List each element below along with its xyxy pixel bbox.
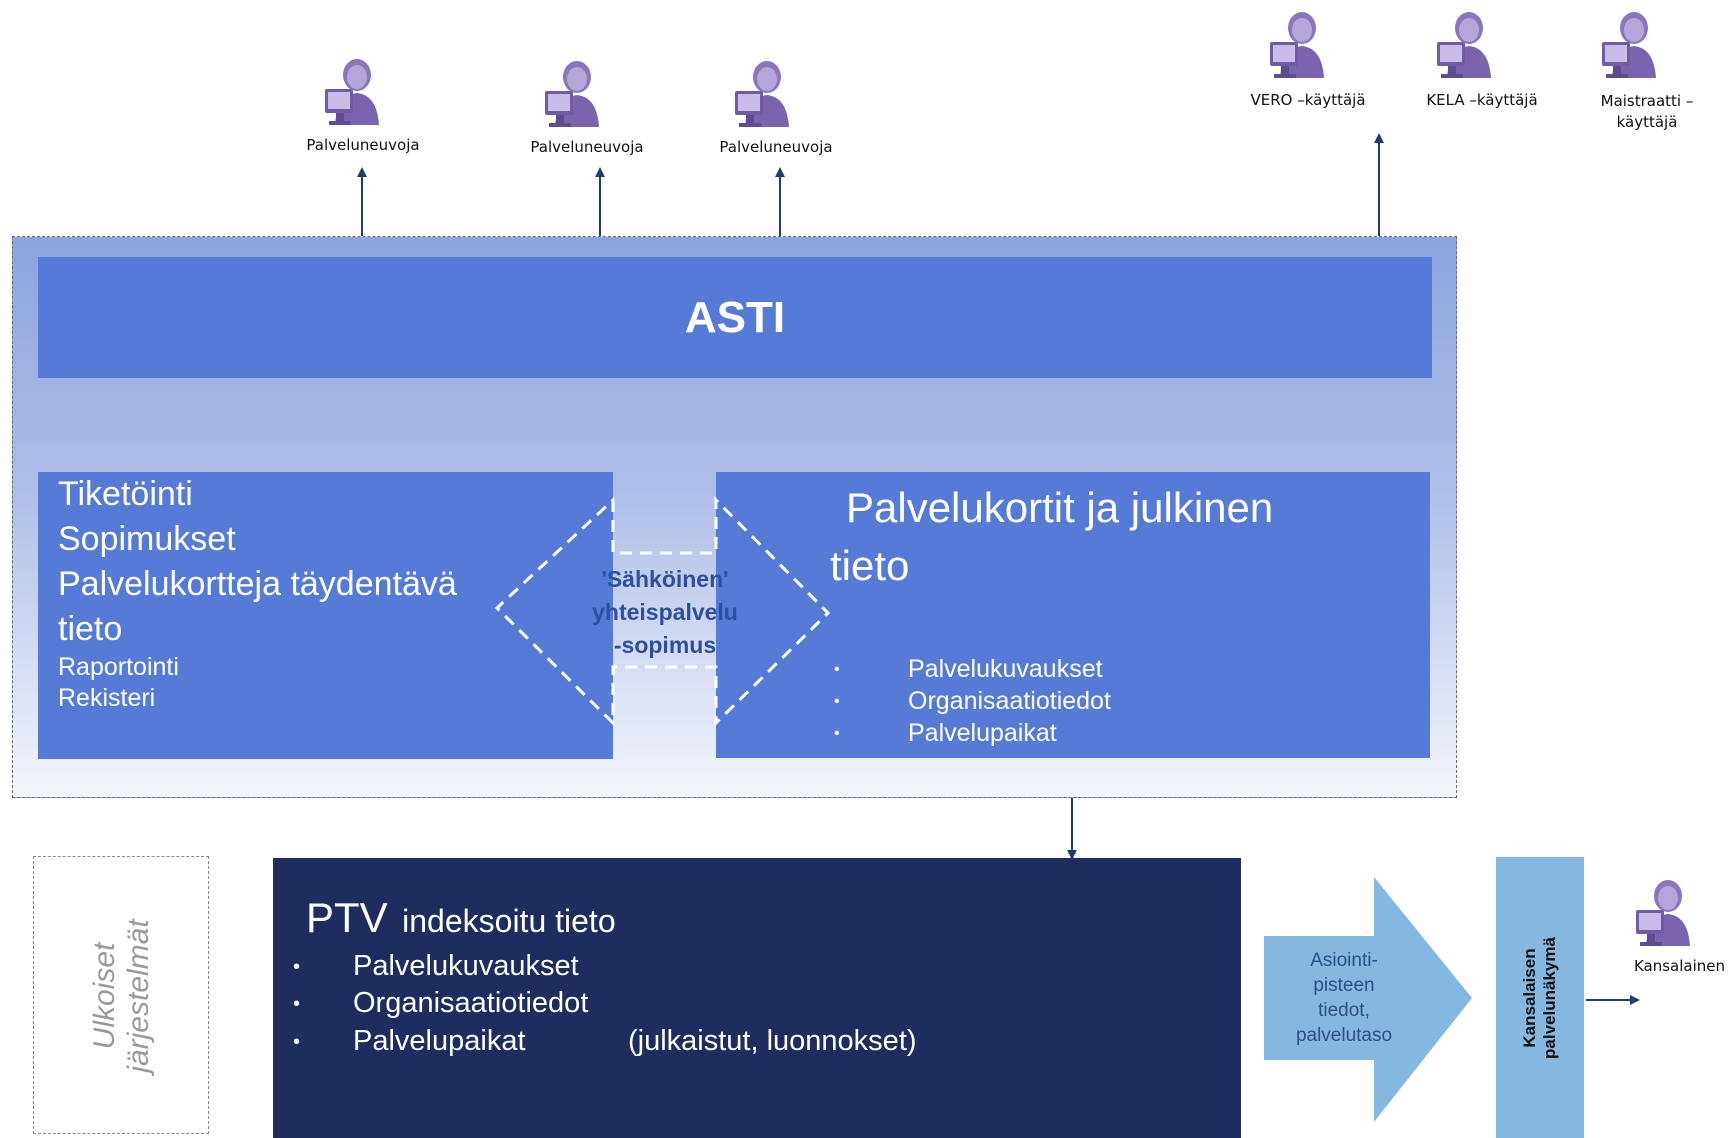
asiointi-text: Asiointi- pisteen tiedot, palvelutaso	[1295, 950, 1393, 1046]
left-box-line-small: Raportointi	[58, 653, 179, 681]
asti-bar: ASTI	[38, 257, 1432, 378]
ptv-subtitle: indeksoitu tieto	[402, 903, 616, 939]
left-box-line: Sopimukset	[58, 520, 236, 558]
left-info-box: Tiketöinti Sopimukset Palvelukortteja tä…	[38, 472, 613, 759]
ptv-title: PTV	[306, 894, 388, 941]
citizen-view-label: Kansalaisen palvelunäkymä	[1520, 936, 1559, 1059]
left-box-line: Tiketöinti	[58, 475, 193, 513]
right-info-box: Palvelukortit ja julkinen tieto • Palvel…	[716, 472, 1430, 758]
agreement-text: 'Sähköinen' yhteispalvelu -sopimus	[592, 566, 738, 658]
external-systems-box: Ulkoiset järjestelmät	[33, 856, 209, 1134]
left-box-line-small: Rekisteri	[58, 684, 156, 712]
asti-title: ASTI	[684, 292, 786, 342]
left-box-line: tieto	[58, 610, 123, 648]
ptv-note: (julkaistut, luonnokset)	[628, 1025, 917, 1057]
user-label-palveluneuvoja: Palveluneuvoja	[306, 136, 420, 154]
user-label-kansalainen: Kansalainen	[1633, 957, 1726, 975]
user-label-maistraatti: Maistraatti – käyttäjä	[1600, 92, 1694, 131]
citizen-view-box: Kansalaisen palvelunäkymä	[1496, 857, 1584, 1138]
ptv-box: PTV indeksoitu tieto • Palvelukuvaukset …	[273, 858, 1241, 1138]
user-label-palveluneuvoja: Palveluneuvoja	[719, 138, 833, 156]
user-label-kela: KELA –käyttäjä	[1426, 91, 1538, 109]
user-label-vero: VERO –käyttäjä	[1250, 91, 1366, 109]
left-box-line: Palvelukortteja täydentävä	[58, 565, 457, 603]
user-label-palveluneuvoja: Palveluneuvoja	[530, 138, 644, 156]
right-box-title-1: Palvelukortit ja julkinen	[846, 484, 1274, 531]
right-box-title-2: tieto	[830, 542, 910, 589]
